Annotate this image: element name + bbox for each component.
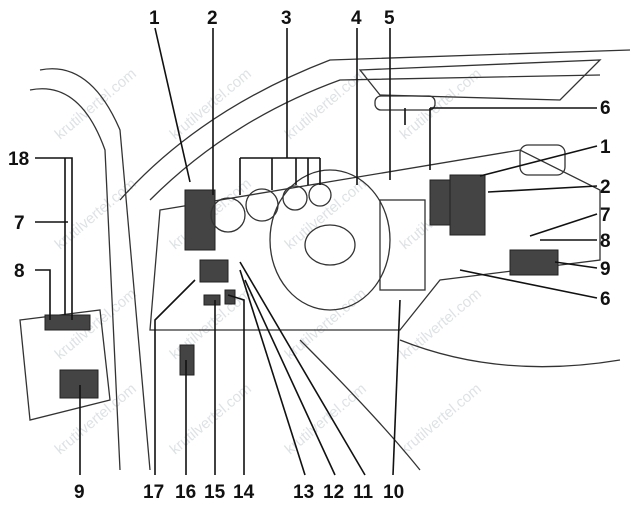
callout-13: 13 (293, 482, 314, 503)
callout-12: 12 (323, 482, 344, 503)
watermark-text: krutilvertel.com (167, 65, 255, 143)
callout-11: 11 (353, 482, 374, 503)
callout-15: 15 (204, 482, 226, 503)
callout-16: 16 (175, 482, 196, 503)
watermark-text: krutilvertel.com (52, 65, 140, 143)
callout-8-right: 8 (600, 231, 611, 252)
callout-10: 10 (383, 482, 404, 503)
callout-6-right-lower: 6 (600, 289, 611, 310)
watermark-text: krutilvertel.com (282, 380, 370, 458)
callout-14: 14 (233, 482, 255, 503)
callout-7-right: 7 (600, 205, 611, 226)
callout-1-top: 1 (149, 8, 160, 29)
callout-7-left: 7 (14, 213, 25, 234)
callout-18: 18 (8, 149, 29, 170)
callout-9-bottom: 9 (74, 482, 85, 503)
watermark-text: krutilvertel.com (397, 285, 485, 363)
callout-3: 3 (281, 8, 292, 29)
callout-5: 5 (384, 8, 395, 29)
callout-2-top: 2 (207, 8, 218, 29)
callout-4: 4 (351, 8, 362, 29)
callout-9-right: 9 (600, 259, 611, 280)
callout-6-right-upper: 6 (600, 98, 611, 119)
callout-17: 17 (143, 482, 164, 503)
callout-1-right: 1 (600, 137, 611, 158)
interior-illustration (19, 49, 630, 471)
callout-8-left: 8 (14, 261, 25, 282)
watermark-text: krutilvertel.com (397, 380, 485, 458)
callout-2-right: 2 (600, 177, 611, 198)
leader-lines (35, 27, 598, 476)
watermark-text: krutilvertel.com (167, 380, 255, 458)
